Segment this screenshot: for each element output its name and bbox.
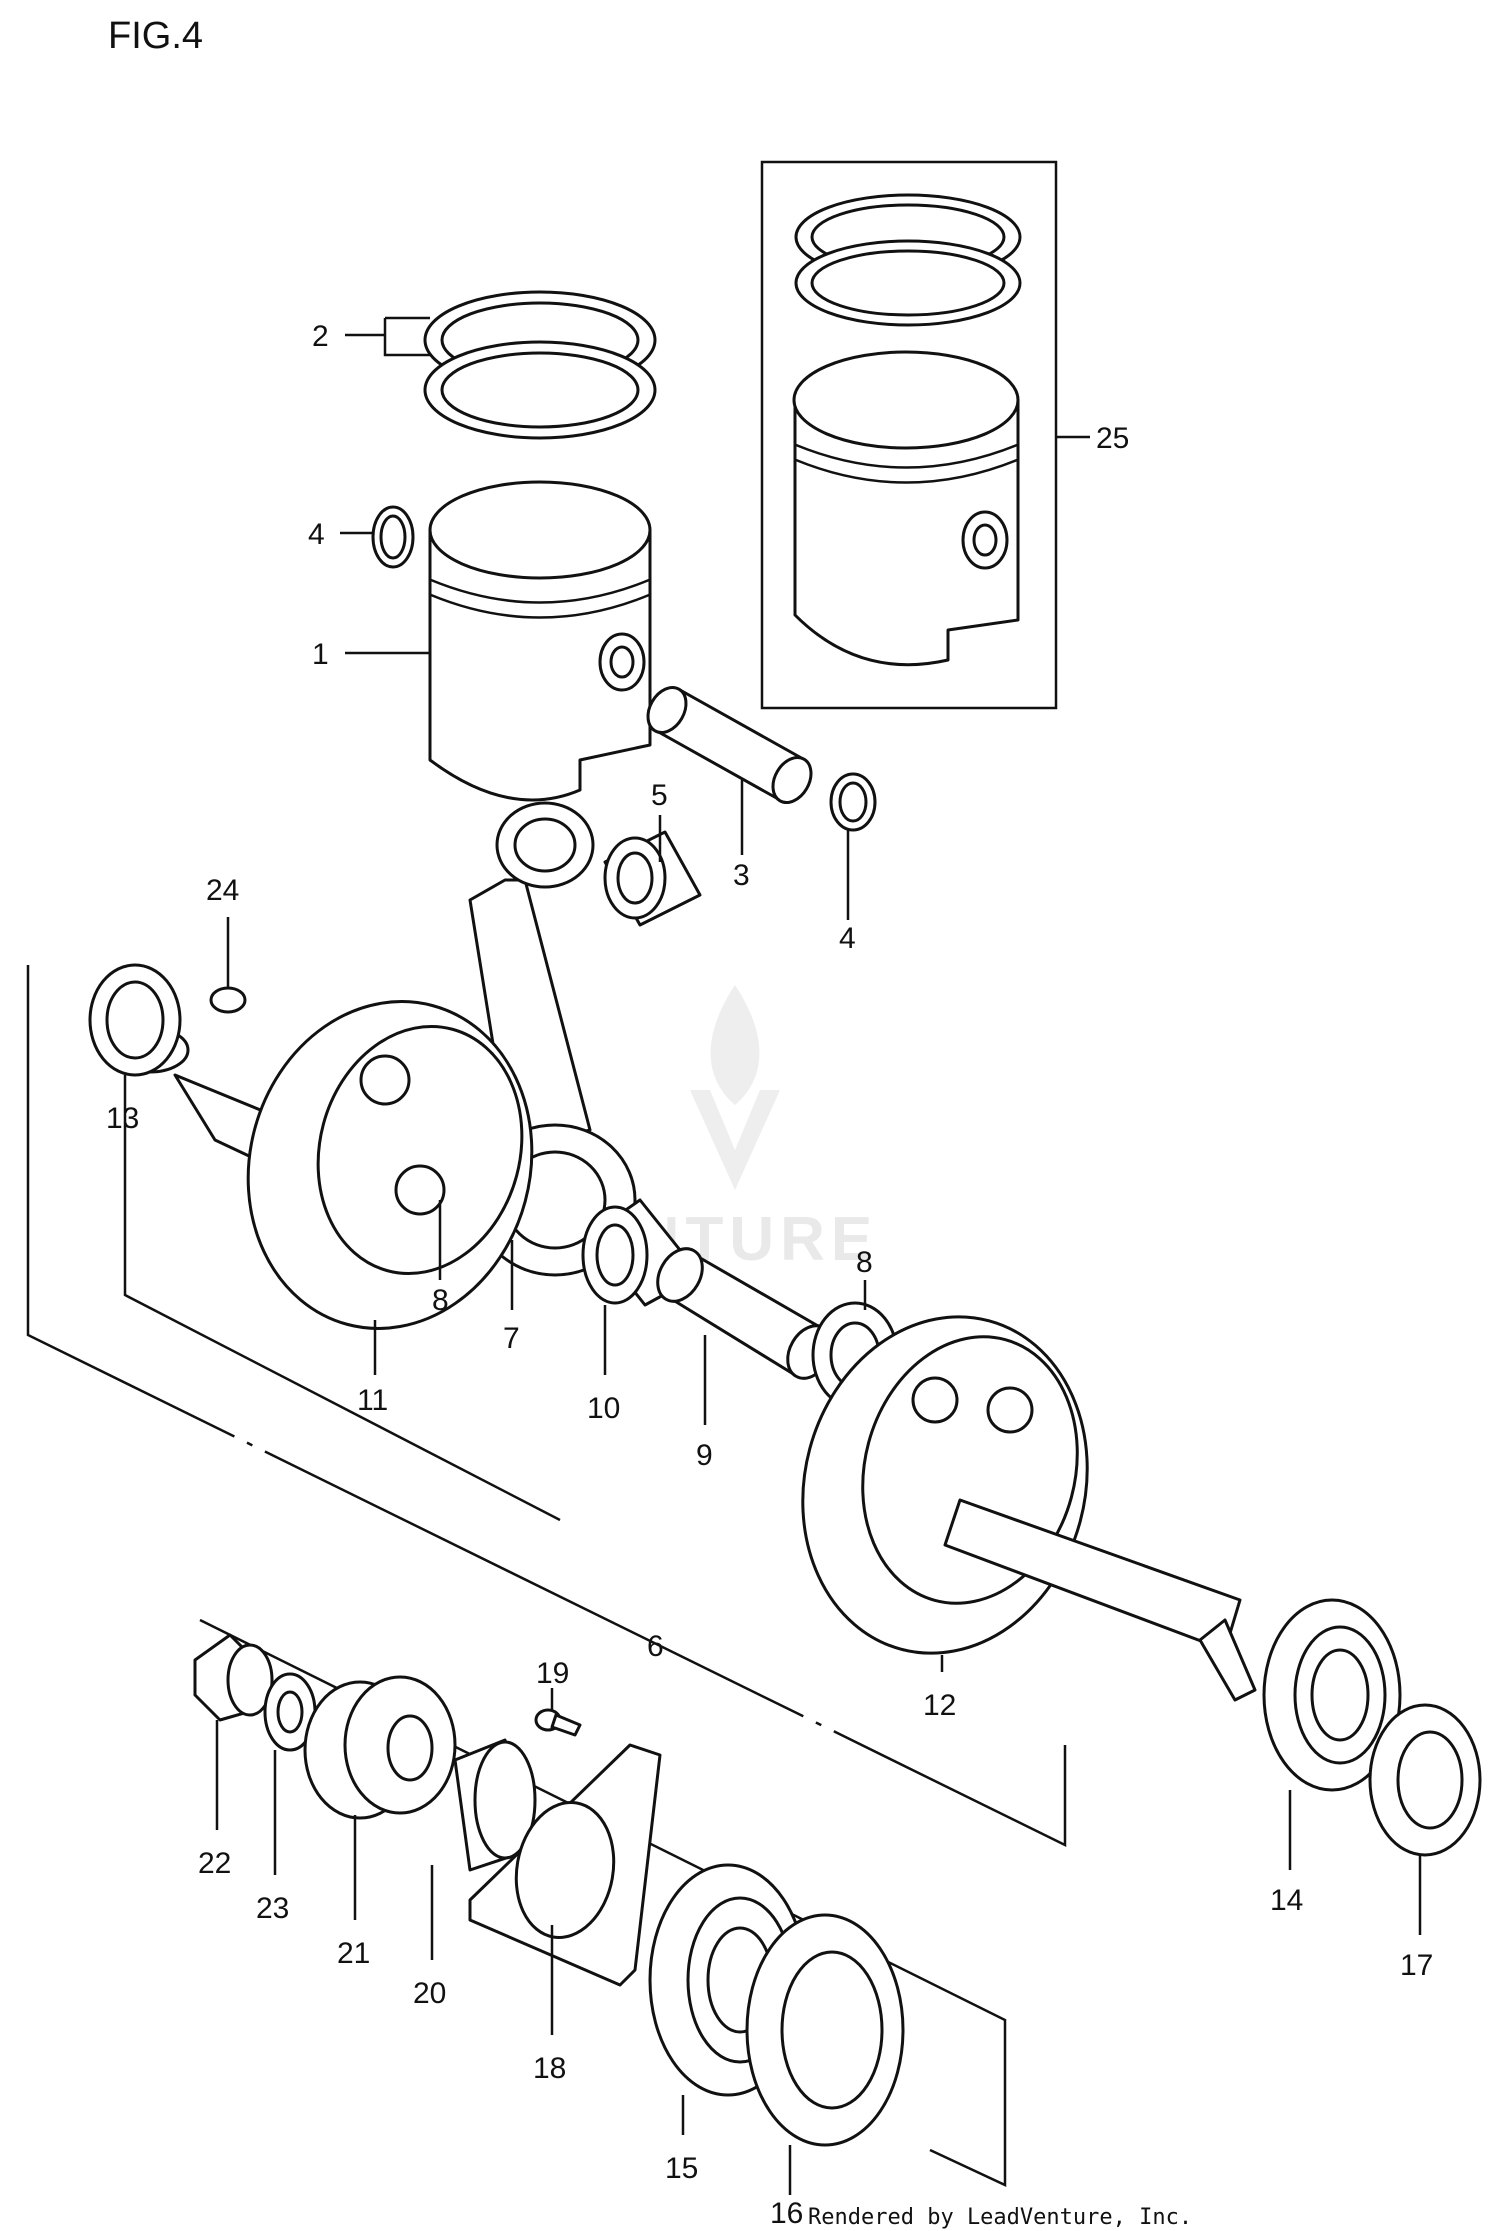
circlip-upper bbox=[371, 505, 415, 569]
callout-9: 9 bbox=[696, 1439, 713, 1472]
bearing-retainer-plate bbox=[468, 1743, 662, 1987]
oil-seal-right bbox=[1368, 1703, 1482, 1857]
piston-kit-frame bbox=[760, 160, 1058, 710]
callout-2: 2 bbox=[312, 320, 329, 353]
figure-title: FIG.4 bbox=[108, 15, 203, 57]
callout-19: 19 bbox=[536, 1657, 569, 1690]
callout-16: 16 bbox=[770, 2197, 803, 2230]
callout-12: 12 bbox=[923, 1689, 956, 1722]
callout-5: 5 bbox=[651, 779, 668, 812]
piston bbox=[428, 480, 652, 802]
piston-rings bbox=[423, 290, 657, 440]
callout-15: 15 bbox=[665, 2152, 698, 2185]
piston-kit-rings bbox=[794, 193, 1022, 327]
callouts: 2 4 1 25 5 3 4 24 13 8 7 11 10 9 8 6 12 … bbox=[106, 320, 1433, 2230]
woodruff-key bbox=[209, 986, 247, 1014]
callout-11: 11 bbox=[357, 1384, 388, 1417]
callout-20: 20 bbox=[413, 1977, 446, 2010]
circlip-lower bbox=[829, 772, 877, 832]
leader-lines bbox=[123, 316, 1422, 2195]
small-end-bearing bbox=[603, 830, 702, 927]
oil-seal-left bbox=[88, 963, 182, 1077]
callout-7: 7 bbox=[503, 1322, 520, 1355]
piston-pin bbox=[646, 686, 813, 804]
primary-drive-gear bbox=[303, 1675, 457, 1820]
callout-3: 3 bbox=[733, 859, 750, 892]
screw bbox=[534, 1708, 582, 1737]
callout-23: 23 bbox=[256, 1892, 289, 1925]
callout-22: 22 bbox=[198, 1847, 231, 1880]
callout-8: 8 bbox=[432, 1284, 449, 1317]
render-credit: Rendered by LeadVenture, Inc. bbox=[808, 2205, 1192, 2230]
callout-24: 24 bbox=[206, 874, 239, 907]
crankshaft-assembly-outline bbox=[26, 965, 1067, 1848]
callout-18: 18 bbox=[533, 2052, 566, 2085]
callout-14: 14 bbox=[1270, 1884, 1303, 1917]
callout-21: 21 bbox=[337, 1937, 370, 1970]
callout-4: 4 bbox=[839, 922, 856, 955]
oil-seal-lower bbox=[745, 1913, 905, 2147]
washer bbox=[263, 1672, 317, 1752]
spacer bbox=[453, 1738, 537, 1872]
callout-8: 8 bbox=[856, 1246, 873, 1279]
callout-4: 4 bbox=[308, 518, 325, 551]
callout-25: 25 bbox=[1096, 422, 1129, 455]
callout-6: 6 bbox=[647, 1630, 664, 1663]
piston-kit-piston bbox=[792, 350, 1020, 667]
callout-1: 1 bbox=[312, 638, 329, 671]
callout-13: 13 bbox=[106, 1102, 139, 1135]
main-bearing-right bbox=[1262, 1598, 1402, 1792]
callout-17: 17 bbox=[1400, 1949, 1433, 1982]
callout-10: 10 bbox=[587, 1392, 620, 1425]
nut bbox=[193, 1633, 274, 1722]
crank-half-right bbox=[801, 1315, 1257, 1702]
